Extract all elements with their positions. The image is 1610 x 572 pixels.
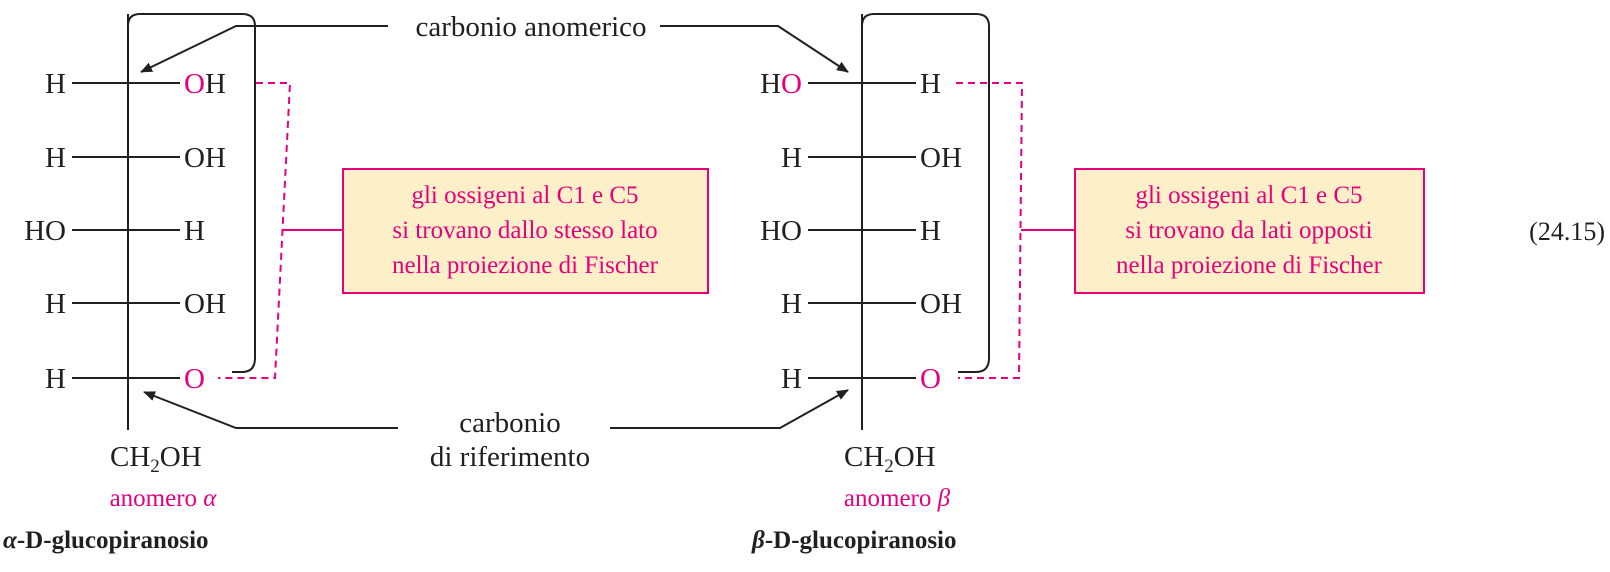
alpha-row4-right: OH bbox=[184, 288, 226, 320]
beta-row1-right: H bbox=[920, 68, 941, 100]
beta-note-line3: nella proiezione di Fischer bbox=[1116, 252, 1383, 279]
alpha-ring-bracket bbox=[127, 13, 256, 373]
beta-row3-right: H bbox=[920, 215, 941, 247]
reference-carbon-callout: carbonio di riferimento bbox=[143, 389, 849, 473]
anomeric-arrow-right bbox=[660, 25, 849, 73]
reference-carbon-label-line2: di riferimento bbox=[430, 441, 590, 473]
alpha-note-box bbox=[342, 168, 709, 294]
alpha-row4-left: H bbox=[45, 288, 66, 320]
anomeric-carbon-label: carbonio anomerico bbox=[415, 11, 646, 43]
alpha-row3-left: HO bbox=[24, 215, 66, 247]
reference-arrow-left bbox=[143, 391, 398, 429]
beta-row3-left: HO bbox=[760, 215, 802, 247]
alpha-row1-left: H bbox=[45, 68, 66, 100]
reference-carbon-label-line1: carbonio bbox=[459, 407, 560, 439]
alpha-structure: H H HO H H OH OH H OH O CH2OH anomero α … bbox=[3, 13, 709, 554]
alpha-row2-left: H bbox=[45, 142, 66, 174]
beta-anomer-label: anomero β bbox=[844, 485, 951, 512]
beta-note-box bbox=[1074, 168, 1425, 294]
beta-row5-right: O bbox=[920, 363, 941, 395]
alpha-anomer-label: anomero α bbox=[110, 485, 218, 512]
reference-arrow-right bbox=[610, 389, 849, 429]
beta-row5-left: H bbox=[781, 363, 802, 395]
alpha-note-line3: nella proiezione di Fischer bbox=[392, 252, 659, 279]
alpha-row1-right: OH bbox=[184, 68, 226, 100]
beta-row1-left: HO bbox=[760, 68, 802, 100]
beta-ch2oh: CH2OH bbox=[844, 441, 936, 477]
beta-row2-left: H bbox=[781, 142, 802, 174]
alpha-ch2oh: CH2OH bbox=[110, 441, 202, 477]
alpha-row3-right: H bbox=[184, 215, 205, 247]
beta-row4-right: OH bbox=[920, 288, 962, 320]
alpha-note-line2: si trovano dallo stesso lato bbox=[392, 217, 657, 244]
beta-note-line1: gli ossigeni al C1 e C5 bbox=[1135, 182, 1362, 209]
beta-ring-bracket bbox=[861, 13, 990, 373]
anomeric-arrow-left bbox=[140, 25, 388, 73]
alpha-row5-right: O bbox=[184, 363, 205, 395]
anomeric-carbon-callout: carbonio anomerico bbox=[140, 11, 849, 73]
beta-note-line2: si trovano da lati opposti bbox=[1125, 217, 1372, 244]
beta-compound-name: β-D-glucopiranosio bbox=[751, 527, 957, 554]
equation-number: (24.15) bbox=[1529, 217, 1605, 246]
alpha-compound-name: α-D-glucopiranosio bbox=[3, 527, 209, 554]
alpha-row2-right: OH bbox=[184, 142, 226, 174]
alpha-note-line1: gli ossigeni al C1 e C5 bbox=[411, 182, 638, 209]
alpha-row5-left: H bbox=[45, 363, 66, 395]
beta-structure: HO H HO H H H OH H OH O CH2OH anomero β … bbox=[751, 13, 1425, 554]
beta-row2-right: OH bbox=[920, 142, 962, 174]
beta-row4-left: H bbox=[781, 288, 802, 320]
